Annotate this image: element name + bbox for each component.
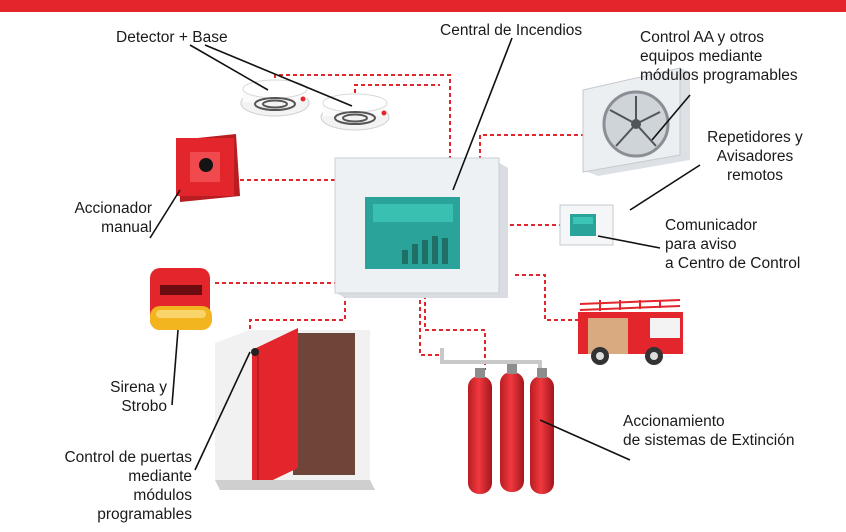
label-line: Control de puertas — [64, 449, 192, 466]
smoke-detector-icon — [320, 93, 390, 131]
top-banner — [0, 0, 846, 12]
label-line: Sirena y — [110, 379, 167, 396]
label-accionador: Accionador manual — [40, 199, 152, 237]
leader-lines — [149, 37, 701, 471]
label-line: manual — [101, 219, 152, 236]
label-line: Comunicador — [665, 217, 758, 234]
label-line: programables — [97, 506, 192, 523]
label-line: Accionamiento — [623, 413, 725, 430]
label-comunicador: Comunicador para aviso a Centro de Contr… — [665, 216, 800, 273]
label-line: a Centro de Control — [665, 255, 801, 272]
smoke-detector-icon — [240, 79, 310, 117]
label-sirena: Sirena y Strobo — [60, 378, 167, 416]
fire-truck-icon — [578, 299, 683, 365]
label-line: Strobo — [121, 398, 167, 415]
label-line: Accionador — [74, 200, 152, 217]
manual-call-point-icon — [176, 134, 240, 202]
label-line: para aviso — [665, 236, 737, 253]
siren-strobe-icon — [150, 268, 212, 330]
label-line: remotos — [727, 167, 783, 184]
label-line: Control AA y otros — [640, 29, 765, 46]
label-detector: Detector + Base — [116, 29, 228, 46]
label-central: Central de Incendios — [440, 22, 583, 39]
label-line: Avisadores — [716, 148, 794, 165]
extinguisher-cylinders-icon — [440, 348, 554, 494]
label-line: equipos mediante — [640, 48, 763, 65]
label-control-aa: Control AA y otros equipos mediante módu… — [640, 28, 798, 85]
label-line: módulos — [133, 487, 192, 504]
label-line: módulos programables — [640, 67, 798, 84]
label-line: de sistemas de Extinción — [623, 432, 795, 449]
label-puertas: Control de puertas mediante módulos prog… — [10, 448, 192, 524]
label-line: Repetidores y — [707, 129, 803, 146]
repeater-panel-icon — [559, 204, 614, 246]
door-icon — [215, 328, 375, 490]
label-extincion: Accionamiento de sistemas de Extinción — [623, 412, 794, 450]
label-repetidores: Repetidores y Avisadores remotos — [700, 128, 810, 185]
fire-panel-icon — [334, 157, 508, 298]
label-line: mediante — [128, 468, 192, 485]
